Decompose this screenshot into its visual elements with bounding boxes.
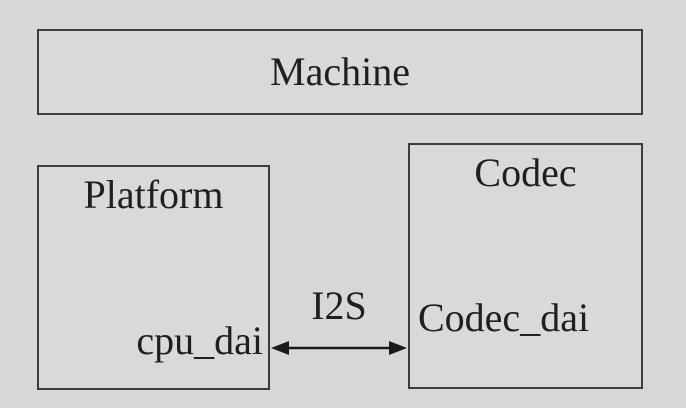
codec-label: Codec xyxy=(474,150,577,195)
codec-box: Codec Codec_dai xyxy=(408,143,643,389)
machine-label: Machine xyxy=(270,49,410,94)
machine-box: Machine xyxy=(37,29,643,115)
codec-dai-label: Codec_dai xyxy=(418,295,590,340)
i2s-link-label: I2S xyxy=(311,283,367,328)
cpu-dai-label: cpu_dai xyxy=(136,318,263,363)
platform-label: Platform xyxy=(83,172,224,217)
platform-box: Platform cpu_dai xyxy=(37,165,270,390)
